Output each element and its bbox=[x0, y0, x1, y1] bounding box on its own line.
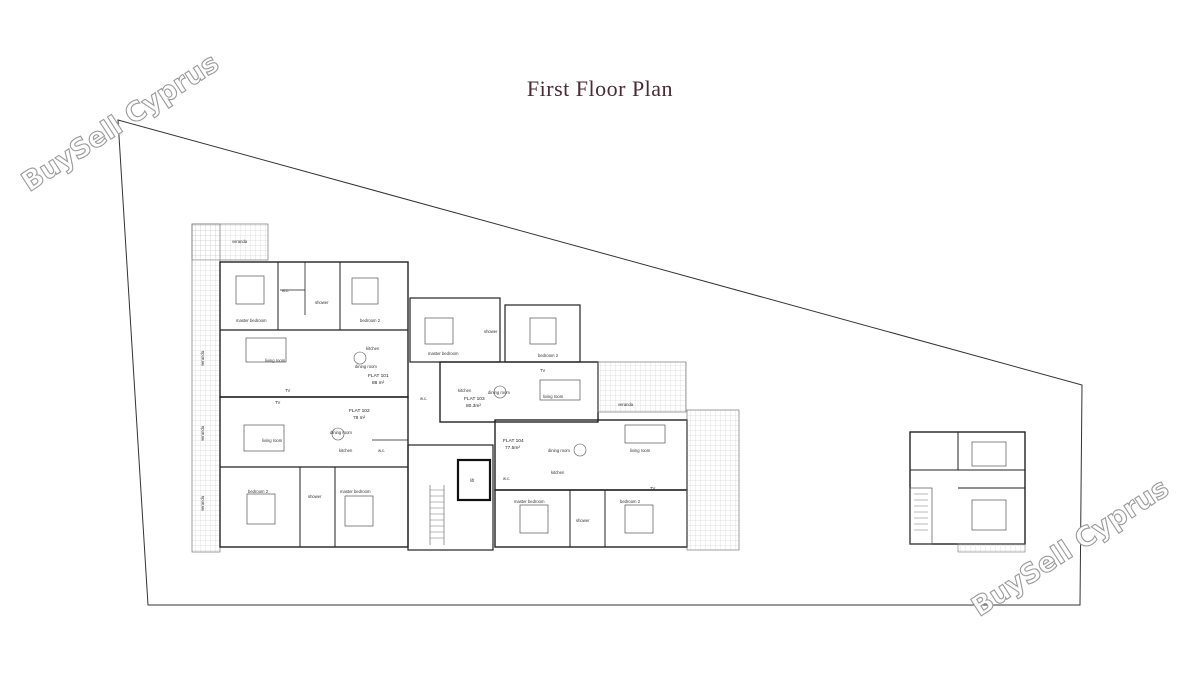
watermark: BuySell Cyprus bbox=[16, 48, 224, 198]
room-label-shower: shower bbox=[484, 329, 498, 334]
room-label-living-room: living room bbox=[630, 448, 651, 453]
room-label-tv: TV bbox=[540, 368, 546, 373]
room-label-living-room: living room bbox=[543, 394, 564, 399]
room-label-kitchen: kitchen bbox=[551, 470, 565, 475]
room-label-kitchen: kitchen bbox=[366, 346, 380, 351]
veranda-label: veranda bbox=[200, 350, 205, 366]
veranda-label: veranda bbox=[200, 425, 205, 441]
room-label-wc: w.c. bbox=[503, 476, 510, 481]
veranda-label: veranda bbox=[618, 402, 634, 407]
room-label-kitchen: kitchen bbox=[339, 448, 353, 453]
room-label-tv: TV bbox=[650, 486, 656, 491]
room-label-dining-room: dining room bbox=[355, 364, 377, 369]
room-label-wc: w.c. bbox=[282, 288, 289, 293]
room-label-dining-room: dining room bbox=[548, 448, 570, 453]
room-label-kitchen: kitchen bbox=[458, 388, 472, 393]
plot-boundary bbox=[117, 119, 1083, 606]
room-label-shower: shower bbox=[308, 494, 322, 499]
flat-101: master bedroom bedroom 2 shower w.c. liv… bbox=[219, 261, 409, 398]
room-label-living-room: living room bbox=[265, 358, 286, 363]
room-label-wc: w.c. bbox=[420, 396, 427, 401]
room-label-master-bedroom: master bedroom bbox=[340, 489, 371, 494]
page-title: First Floor Plan bbox=[526, 76, 674, 101]
room-label-shower: shower bbox=[576, 518, 590, 523]
room-label-shower: shower bbox=[315, 300, 329, 305]
room-label-master-bedroom: master bedroom bbox=[428, 351, 459, 356]
room-label-bedroom-2: bedroom 2 bbox=[360, 318, 381, 323]
room-label-dining-room: dining room bbox=[330, 430, 352, 435]
stair-core: lift bbox=[407, 444, 494, 551]
flat-102: TV living room dining room kitchen bedro… bbox=[219, 396, 409, 548]
west-veranda: veranda veranda veranda veranda bbox=[191, 223, 269, 553]
flat-name: FLAT 101 bbox=[368, 373, 389, 379]
room-label-tv: TV bbox=[285, 388, 291, 393]
room-label-bedroom-2: bedroom 2 bbox=[248, 489, 269, 494]
room-label-dining-room: dining room bbox=[488, 390, 510, 395]
veranda-label: veranda bbox=[232, 239, 248, 244]
flat-name: FLAT 103 bbox=[464, 396, 485, 402]
flat-area: 78 m² bbox=[353, 415, 366, 421]
room-label-bedroom-2: bedroom 2 bbox=[620, 499, 641, 504]
flat-area: 80.3m² bbox=[466, 403, 481, 409]
room-label-master-bedroom: master bedroom bbox=[514, 499, 545, 504]
room-label-master-bedroom: master bedroom bbox=[236, 318, 267, 323]
flat-area: 77.5m² bbox=[505, 445, 520, 451]
room-label-living-room: living room bbox=[262, 438, 283, 443]
lift-label: lift bbox=[470, 478, 475, 483]
detached-unit bbox=[909, 431, 1026, 553]
flat-103: master bedroom bedroom 2 shower kitchen … bbox=[409, 297, 687, 423]
room-label-bedroom-2: bedroom 2 bbox=[538, 353, 559, 358]
room-label-tv: TV bbox=[275, 400, 281, 405]
veranda-label: veranda bbox=[200, 495, 205, 511]
flat-name: FLAT 104 bbox=[503, 438, 524, 444]
flat-area: 88 m² bbox=[372, 380, 385, 386]
flat-name: FLAT 102 bbox=[349, 408, 370, 414]
flat-104: dining room living room kitchen TV maste… bbox=[494, 409, 740, 551]
room-label-wc: w.c. bbox=[378, 448, 385, 453]
